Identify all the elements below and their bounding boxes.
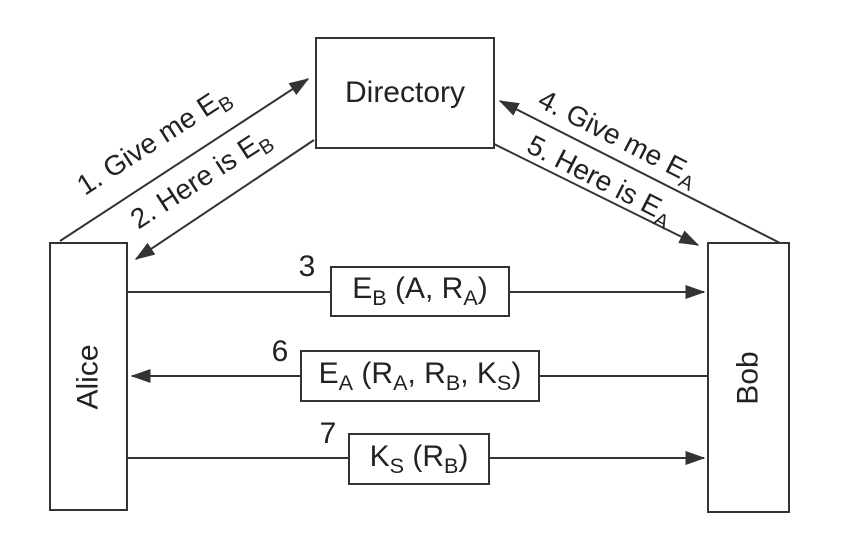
directory-box: Directory — [315, 37, 495, 149]
arrow-4-bob-to-directory — [498, 100, 781, 244]
message-3-box: EB (A, RA) — [330, 266, 510, 317]
bob-box: Bob — [707, 242, 790, 513]
arrow-5-directory-to-bob — [493, 143, 700, 246]
arrow-2-directory-to-alice — [134, 139, 315, 260]
alice-box: Alice — [49, 242, 128, 511]
message-3-number: 3 — [298, 250, 316, 283]
arrow-1-alice-to-directory — [59, 78, 310, 242]
message-7-box: KS (RB) — [348, 433, 490, 485]
message-7-number: 7 — [319, 417, 337, 450]
message-3-payload: EB (A, RA) — [352, 272, 488, 310]
bob-label: Bob — [731, 350, 765, 405]
message-6-payload: EA (RA, RB, KS) — [318, 356, 522, 395]
message-6-box: EA (RA, RB, KS) — [300, 350, 540, 402]
message-6-number: 6 — [271, 335, 289, 368]
directory-label: Directory — [344, 76, 465, 109]
alice-label: Alice — [71, 343, 105, 410]
message-7-payload: KS (RB) — [369, 439, 469, 478]
